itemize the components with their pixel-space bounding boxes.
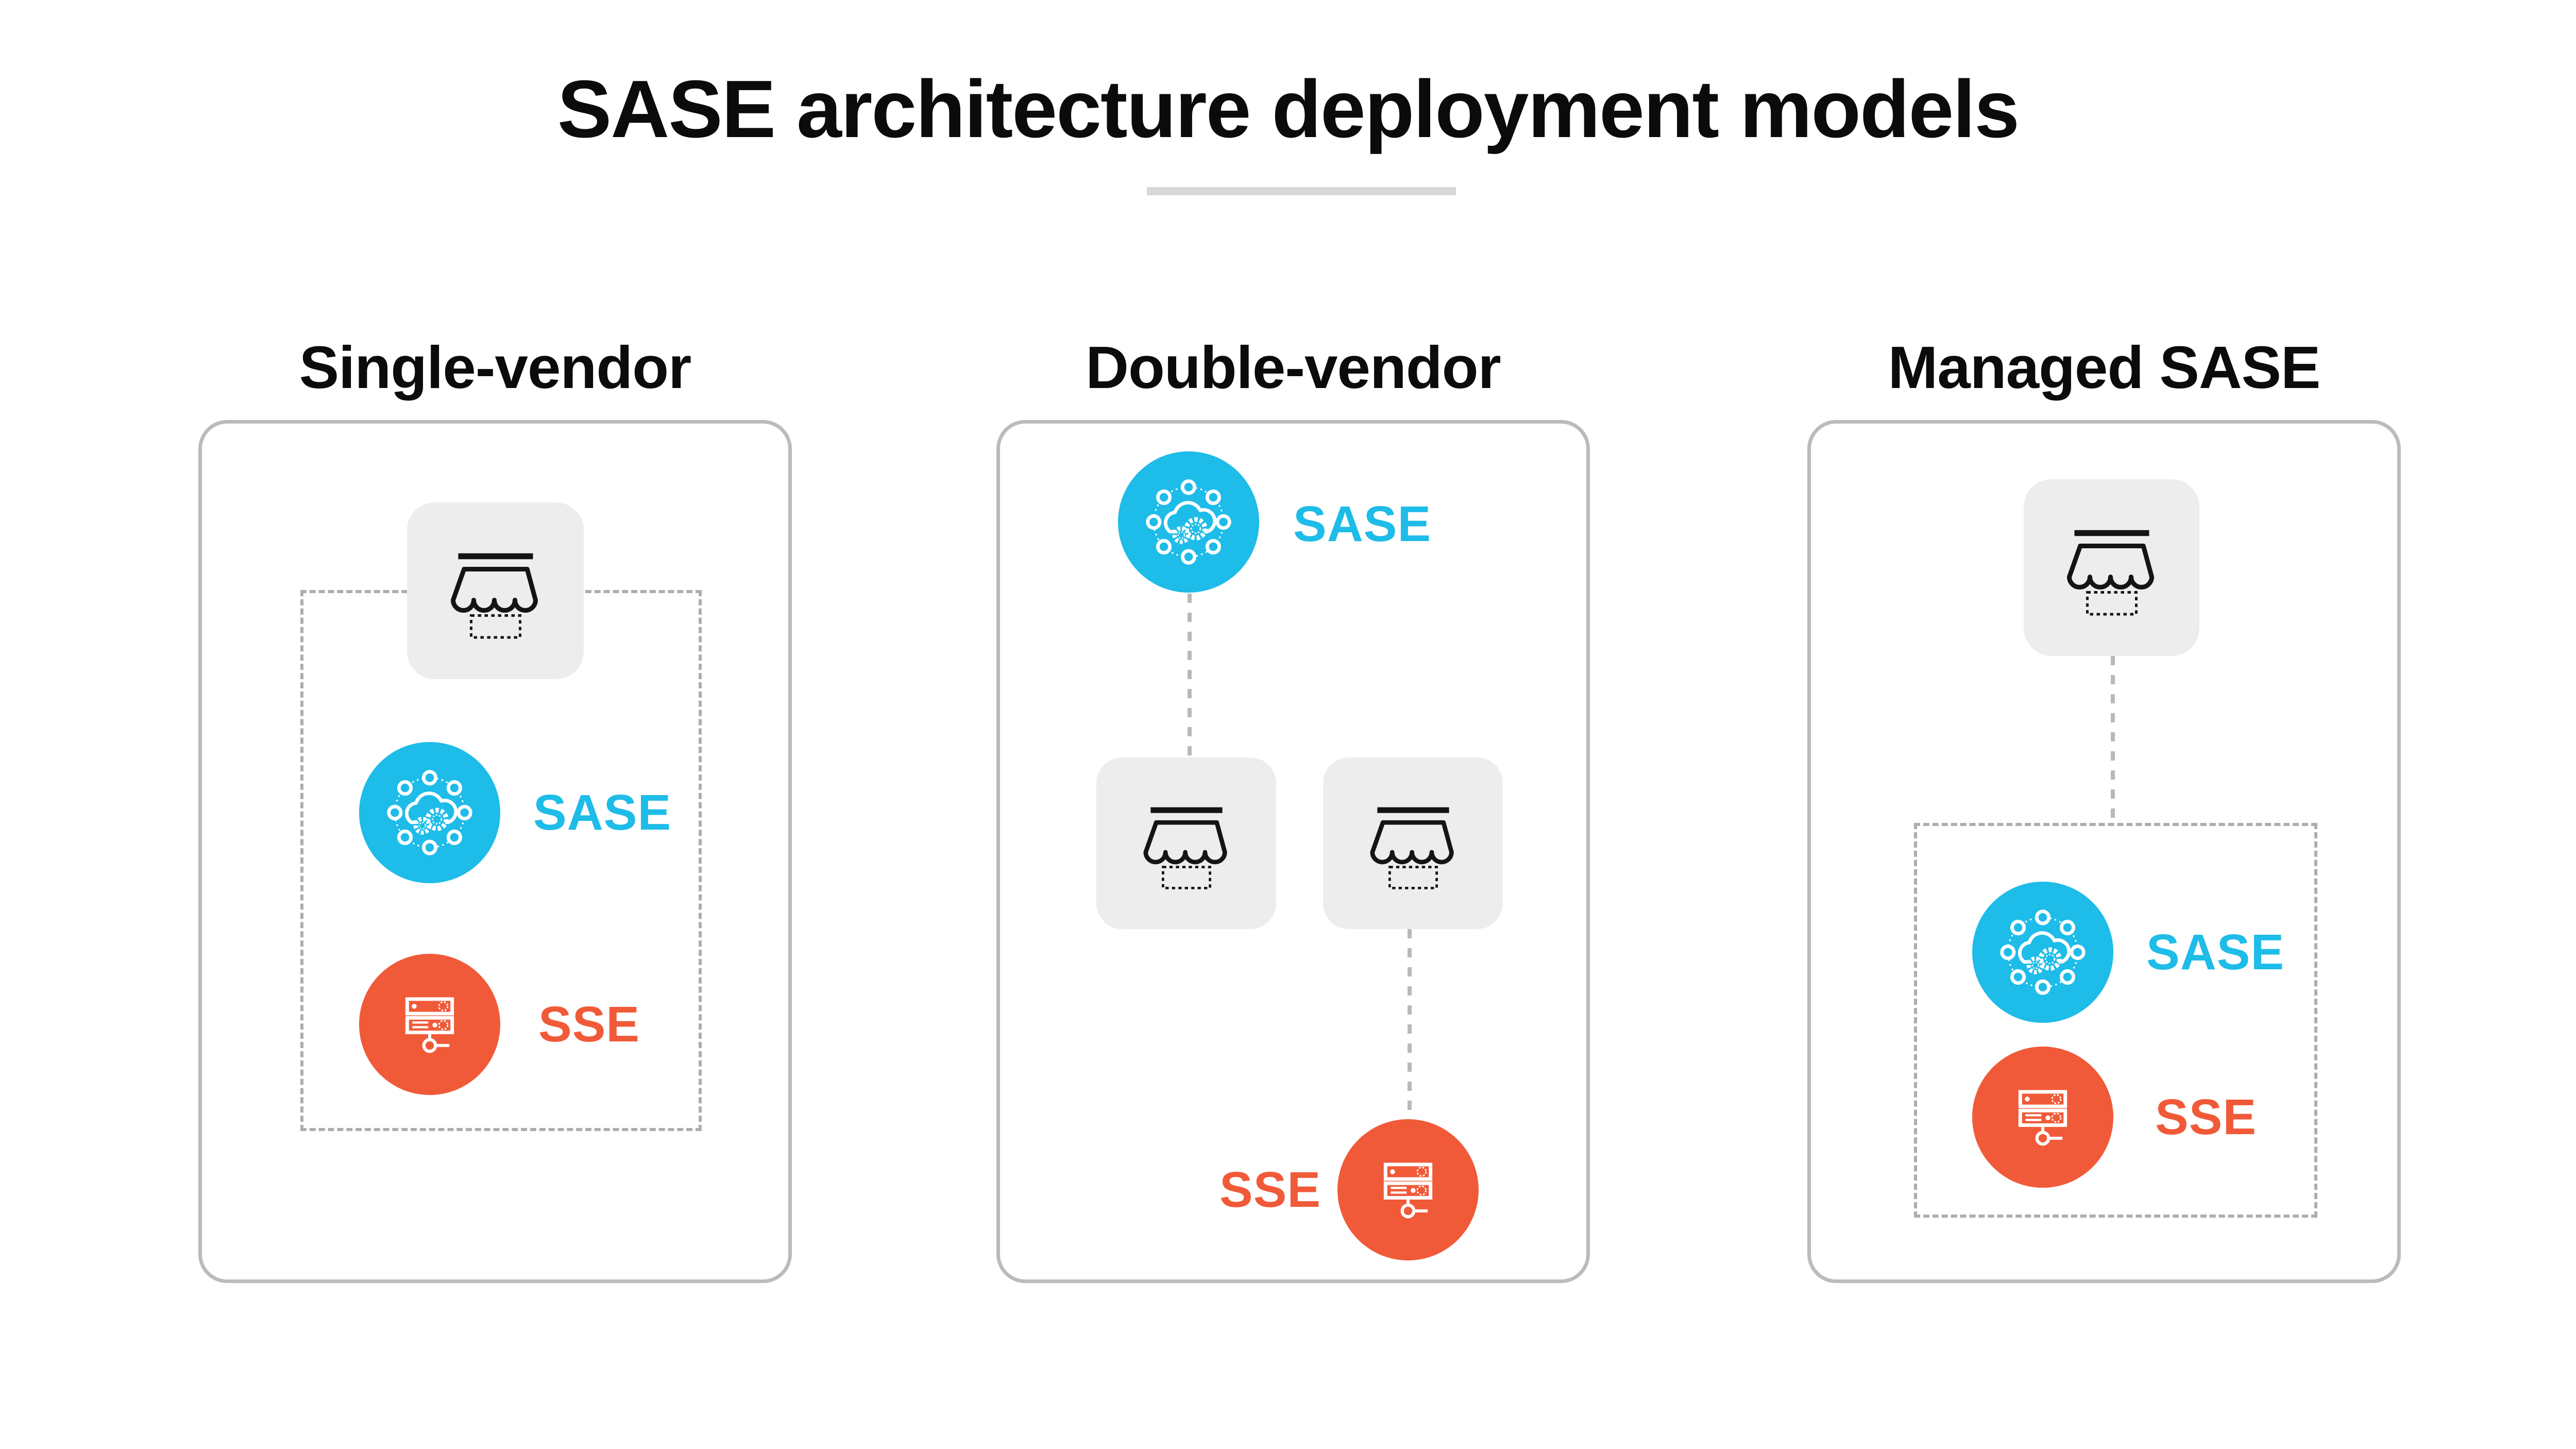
server-network-icon (383, 978, 477, 1071)
storefront-icon (2047, 503, 2176, 632)
managed-service-boundary (1914, 823, 2317, 1218)
sse-badge (1337, 1119, 1479, 1260)
panel-title-single-vendor: Single-vendor (299, 334, 691, 401)
single-vendor-card: SASE SSE (198, 420, 792, 1283)
page-title: SASE architecture deployment models (557, 64, 2020, 155)
sase-label: SASE (1293, 496, 1432, 552)
server-network-icon (1996, 1070, 2090, 1164)
cloud-gears-network-icon (1140, 474, 1237, 570)
connector-line (2111, 656, 2115, 823)
cloud-gears-network-icon (381, 764, 478, 861)
sse-badge (1972, 1047, 2113, 1188)
sase-badge (359, 742, 500, 883)
title-divider (1147, 187, 1456, 195)
double-vendor-card: SASE SSE (996, 420, 1590, 1283)
connector-line (1408, 929, 1412, 1119)
vendor-tile (407, 502, 584, 679)
cloud-gears-network-icon (1994, 904, 2091, 1001)
sase-label: SASE (2146, 924, 2285, 980)
panel-title-managed-sase: Managed SASE (1888, 334, 2321, 401)
vendor-tile-left (1096, 757, 1276, 929)
panel-title-double-vendor: Double-vendor (1086, 334, 1501, 401)
storefront-icon (431, 527, 560, 655)
sse-label: SSE (2155, 1089, 2257, 1145)
sse-label: SSE (538, 996, 640, 1052)
sse-badge (359, 954, 500, 1095)
vendor-tile-right (1323, 757, 1503, 929)
sase-badge (1118, 451, 1259, 593)
server-network-icon (1361, 1143, 1455, 1237)
sse-label: SSE (1219, 1161, 1321, 1218)
storefront-icon (1351, 782, 1475, 905)
connector-line (1188, 594, 1192, 757)
managed-sase-card: SASE SSE (1807, 420, 2401, 1283)
vendor-tile (2024, 479, 2199, 656)
sase-label: SASE (533, 784, 672, 840)
storefront-icon (1125, 782, 1248, 905)
sase-badge (1972, 882, 2113, 1023)
